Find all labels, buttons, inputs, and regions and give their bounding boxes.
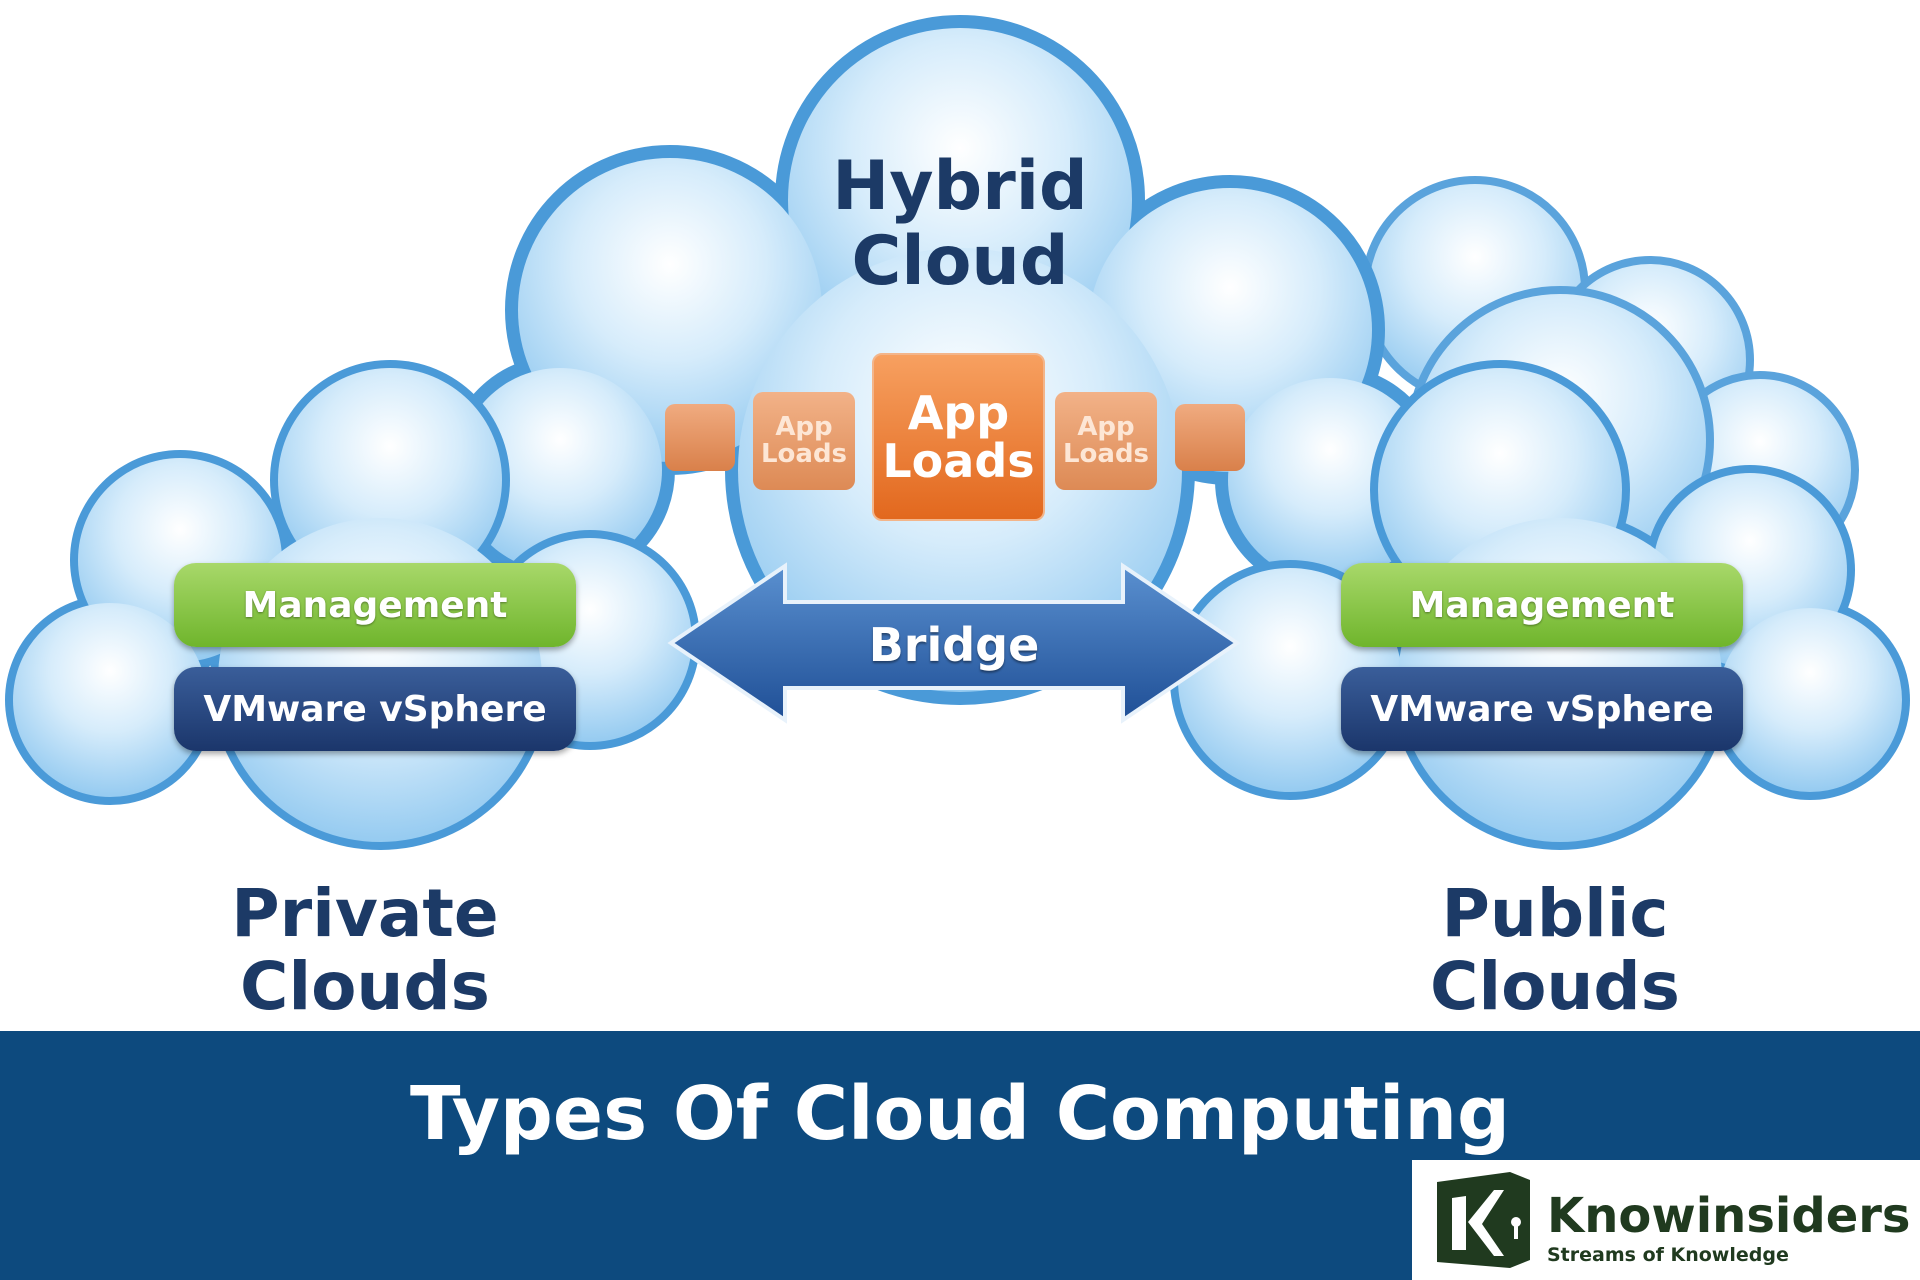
app-loads-line1: App [775, 411, 833, 442]
private-title-line2: Clouds [240, 947, 490, 1025]
app-loads-line2: Loads [760, 439, 848, 469]
public-vmware-bar: VMware vSphere [1341, 667, 1743, 751]
logo-tagline: Streams of Knowledge [1547, 1244, 1789, 1266]
public-title-line1: Public [1441, 875, 1669, 952]
app-loads-line2: Loads [882, 434, 1035, 488]
app-loads-line1: App [907, 385, 1010, 440]
logo-name: Knowinsiders [1547, 1188, 1911, 1244]
banner-title: Types Of Cloud Computing [410, 1071, 1510, 1157]
hybrid-title-line2: Cloud [851, 221, 1069, 301]
bridge-label: Bridge [868, 618, 1040, 672]
private-vmware-bar: VMware vSphere [174, 667, 576, 751]
app-load-block-left [665, 404, 735, 471]
app-loads-line2: Loads [1062, 439, 1150, 469]
app-loads-line1: App [1077, 411, 1135, 442]
bridge-arrow [667, 562, 1241, 724]
app-load-block-right [1175, 404, 1245, 471]
knowinsiders-logo[interactable]: Knowinsiders Streams of Knowledge [1412, 1160, 1920, 1280]
k-keyhole-logo-icon [1437, 1172, 1530, 1268]
private-title-line1: Private [231, 875, 499, 952]
public-title-line2: Clouds [1430, 947, 1680, 1025]
hybrid-cloud [445, 15, 1445, 705]
hybrid-title-line1: Hybrid [832, 147, 1088, 226]
private-management-bar: Management [174, 563, 576, 647]
public-management-bar: Management [1341, 563, 1743, 647]
